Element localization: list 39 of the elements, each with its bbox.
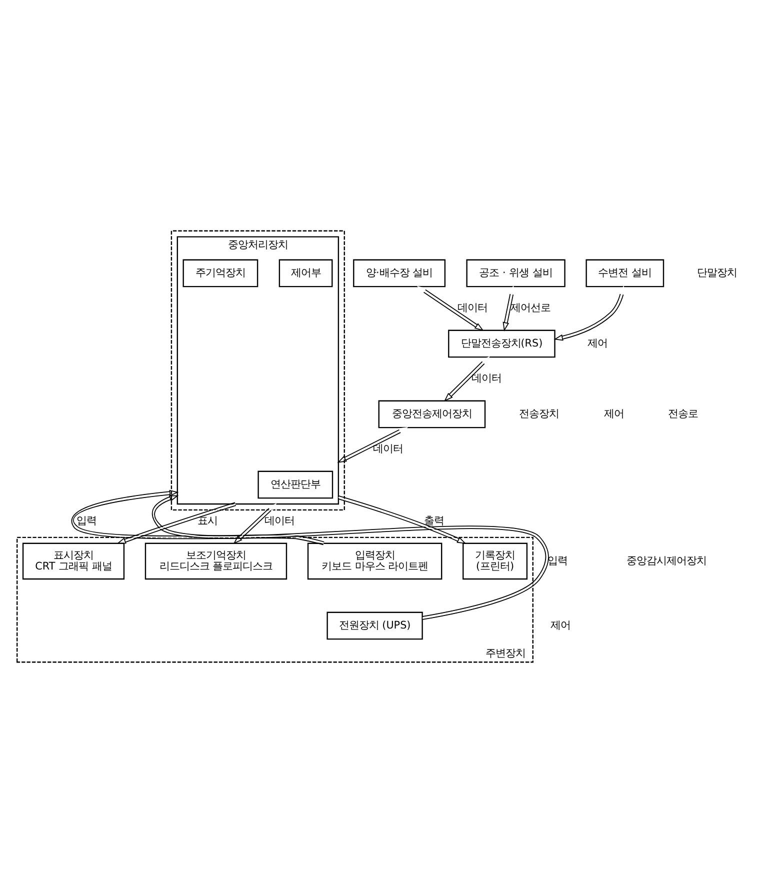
arrow <box>554 285 625 341</box>
node-box: 양·배수장 설비 <box>353 259 446 288</box>
node-box: 주기억장치 <box>182 259 258 288</box>
node-box: 제어부 <box>278 259 333 288</box>
label: 제어 <box>604 408 624 420</box>
arrow <box>502 285 515 332</box>
node-box: 기록장치 (프린터) <box>462 542 528 580</box>
node-box: 표시장치 CRT 그래픽 패널 <box>22 542 125 580</box>
arrow <box>444 356 490 402</box>
node-box: 단말전송장치(RS) <box>448 330 556 358</box>
label: 제어 <box>587 337 608 350</box>
label: 제어 <box>550 619 570 632</box>
edge-label: 데이터 <box>457 302 488 314</box>
arrow <box>152 495 549 620</box>
node-box: 수변전 설비 <box>586 259 664 288</box>
edge-label: 데이터 <box>372 443 403 456</box>
edge-label: 데이터 <box>472 372 502 385</box>
label: 전송로 <box>668 408 698 420</box>
edge-label: 표시 <box>197 515 218 528</box>
node-box: 공조 · 위생 설비 <box>466 259 566 288</box>
node-box: 연산판단부 <box>258 470 334 499</box>
label: 전송장치 <box>518 408 559 420</box>
edge-label: 입력 <box>76 515 96 528</box>
arrow <box>116 502 236 544</box>
label: 중앙감시제어장치 <box>626 554 706 567</box>
node-box: 전원장치 (UPS) <box>326 612 423 640</box>
node-box: 입력장치 키보드 마우스 라이트펜 <box>307 542 442 580</box>
node-box: 중앙전송제어장치 <box>378 400 486 428</box>
edge-label: 데이터 <box>264 515 294 528</box>
edge-label: 입력 <box>548 554 568 567</box>
arrow <box>338 496 466 544</box>
node-box: 보조기억장치 리드디스크 플로피디스크 <box>144 542 288 580</box>
arrow <box>416 286 484 331</box>
edge-label: 출력 <box>424 515 444 528</box>
arrow <box>233 503 277 544</box>
arrow <box>72 490 325 546</box>
arrow <box>337 427 408 463</box>
label: 단말장치 <box>696 266 737 279</box>
edge-label: 제어선로 <box>510 302 551 314</box>
